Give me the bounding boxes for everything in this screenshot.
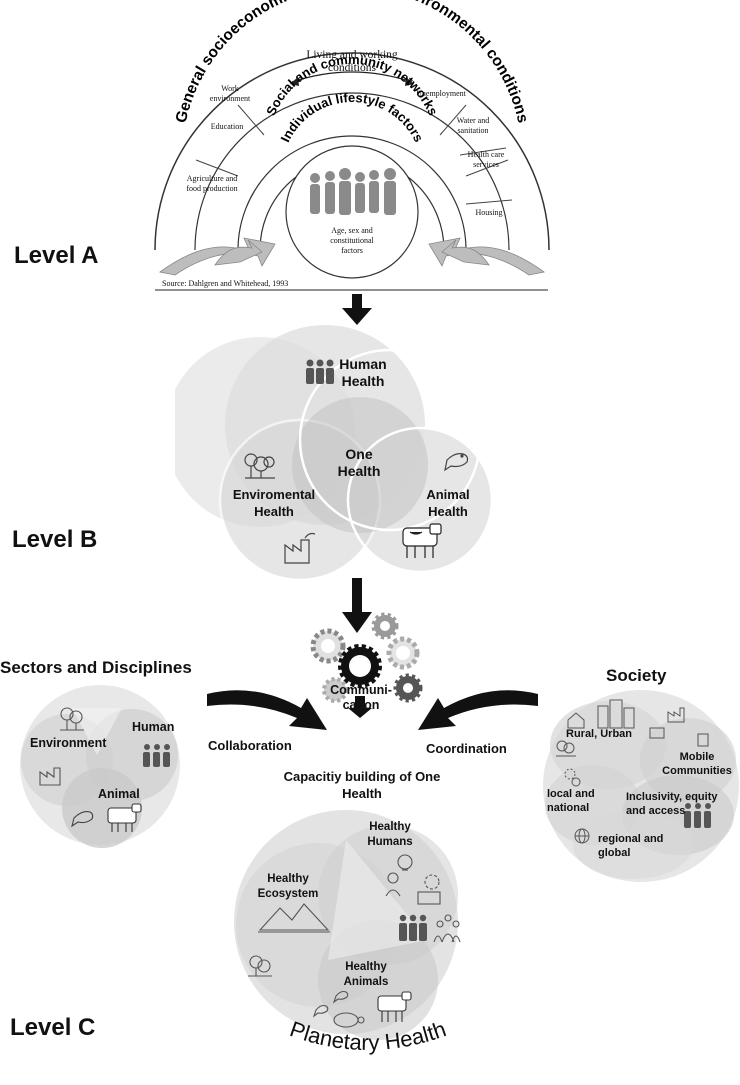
- segment-dividers: [195, 104, 513, 205]
- venn-animal-label: Animal Health: [426, 487, 470, 519]
- living-working-label: Living and working conditions: [306, 49, 398, 74]
- society-cluster: [543, 690, 739, 882]
- gear-icon: [564, 768, 581, 787]
- healthy-humans-label: Healthy Humans: [367, 821, 413, 848]
- tree-icon: [60, 707, 84, 731]
- turtle-icon: [333, 1012, 365, 1028]
- rainbow-svg: General socioeconomic, cultural and envi…: [154, 0, 550, 291]
- society-regional-label: regional and global: [598, 833, 664, 859]
- one-health-venn: [175, 325, 494, 580]
- education-label: Education: [210, 122, 244, 131]
- people-icon: [433, 914, 461, 943]
- sectors-title: Sectors and Disciplines: [0, 658, 192, 677]
- coordination-arrow: [418, 690, 538, 730]
- gear-icon: [338, 644, 382, 688]
- swoosh-arrows: [159, 237, 545, 276]
- building-icon: [567, 699, 635, 729]
- dahlgren-diagram: General socioeconomic, cultural and envi…: [0, 0, 740, 300]
- society-mobile-label: Mobile Communities: [662, 751, 732, 777]
- work-environment-label: Work environment: [209, 84, 251, 103]
- lightbulb-icon: [385, 854, 413, 897]
- society-local-label: local and national: [547, 788, 595, 814]
- tree-icon: [248, 955, 272, 977]
- sector-environment-label: Environment: [30, 736, 107, 750]
- collaboration-label: Collaboration: [208, 738, 292, 753]
- people-icon: [306, 359, 334, 384]
- building-icon: [649, 727, 709, 747]
- center-overlap: [292, 397, 428, 533]
- down-arrow-icon: [342, 294, 372, 325]
- sectors-cluster: [20, 685, 180, 848]
- healthy-animals-label: Healthy Animals: [343, 961, 389, 988]
- agriculture-label: Agriculture and food production: [186, 174, 238, 193]
- collaboration-arrow: [207, 690, 327, 730]
- cow-icon: [402, 523, 442, 558]
- communication-label: Communi-cation: [330, 683, 392, 712]
- tree-icon: [556, 740, 576, 757]
- venn-environment-label: Enviromental Health: [232, 487, 316, 519]
- level-b-label: Level B: [12, 526, 98, 553]
- planetary-health-arc: Planetary Health: [287, 1016, 449, 1055]
- gear-icon: [371, 612, 399, 640]
- source-label: Source: Dahlgren and Whitehead, 1993: [162, 279, 289, 288]
- venn-center-label: One Health: [337, 446, 381, 479]
- living-arrow: [291, 71, 413, 83]
- core-circle: [285, 145, 419, 279]
- healthy-ecosystem-label: Healthy Ecosystem: [257, 873, 319, 900]
- sector-human-label: Human: [132, 720, 175, 734]
- factory-icon: [284, 532, 316, 564]
- bird-icon: [312, 990, 349, 1018]
- animal-circle: [348, 428, 492, 572]
- gear-icon: [393, 673, 423, 703]
- level-a-label: Level A: [14, 242, 99, 269]
- health-care-label: Health care services: [467, 150, 505, 169]
- cow-icon: [107, 803, 142, 832]
- gear-icon: [386, 636, 420, 670]
- planetary-health-label: Planetary Health: [287, 1016, 449, 1055]
- gear-icon: [322, 677, 348, 703]
- society-rural-urban-label: Rural, Urban: [566, 728, 633, 740]
- cow-icon: [377, 991, 412, 1022]
- down-arrow-icon: [342, 578, 372, 633]
- planetary-cluster: [234, 810, 461, 1040]
- gear-icon: [310, 628, 346, 664]
- sector-animal-label: Animal: [98, 787, 140, 801]
- human-outline: [298, 348, 482, 532]
- gears-cluster: [310, 612, 423, 718]
- people-silhouette: [310, 168, 396, 215]
- environment-circle: [218, 418, 382, 580]
- bird-icon: [444, 453, 469, 472]
- tree-icon: [244, 453, 275, 479]
- water-label: Water and sanitation: [456, 116, 490, 135]
- core-label: Age, sex and constitutional factors: [330, 226, 374, 255]
- gear-icon: [417, 874, 441, 905]
- coordination-label: Coordination: [426, 741, 507, 756]
- level-c-label: Level C: [10, 1014, 96, 1041]
- factory-icon: [39, 767, 61, 786]
- people-icon: [684, 803, 711, 828]
- globe-icon: [574, 828, 590, 844]
- factory-icon: [667, 707, 685, 723]
- mountain-icon: [258, 903, 330, 933]
- animal-outline: [346, 426, 494, 574]
- bird-icon: [71, 811, 94, 828]
- venn-human-label: Human Health: [339, 356, 387, 389]
- society-inclusivity-label: Inclusivity, equity and access: [626, 791, 718, 817]
- housing-label: Housing: [475, 208, 503, 217]
- capacity-building-label: Capacitiy building of One Health: [283, 769, 441, 801]
- society-title: Society: [606, 666, 667, 685]
- people-icon: [399, 914, 427, 941]
- unemployment-label: Unemployment: [416, 89, 466, 98]
- people-icon: [143, 744, 170, 767]
